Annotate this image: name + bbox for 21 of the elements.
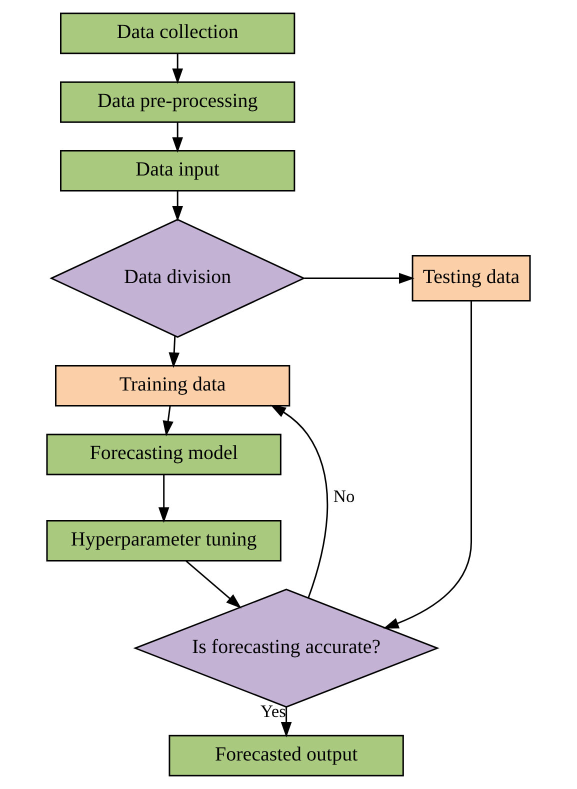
- arrow: [172, 53, 184, 84]
- edge-label: No: [333, 486, 355, 506]
- arrow: [172, 122, 184, 153]
- arrow: [270, 404, 328, 598]
- arrow: [158, 474, 170, 523]
- node-box: Testing data: [412, 255, 531, 302]
- arrow: [162, 406, 174, 436]
- arrow: [185, 560, 242, 608]
- node-box: Data input: [60, 150, 296, 192]
- node-box: Training data: [55, 365, 290, 406]
- arrow: [304, 272, 415, 284]
- node-box: Data pre-processing: [60, 81, 296, 123]
- arrow: [280, 707, 292, 738]
- arrow: [168, 336, 180, 368]
- arrow: [172, 190, 184, 222]
- node-diamond: Data division: [50, 218, 306, 338]
- node-box: Forecasted output: [168, 734, 404, 776]
- node-box: Data collection: [60, 12, 296, 54]
- node-box: Forecasting model: [46, 434, 282, 476]
- arrow: [383, 300, 472, 629]
- node-box: Hyperparameter tuning: [46, 520, 282, 562]
